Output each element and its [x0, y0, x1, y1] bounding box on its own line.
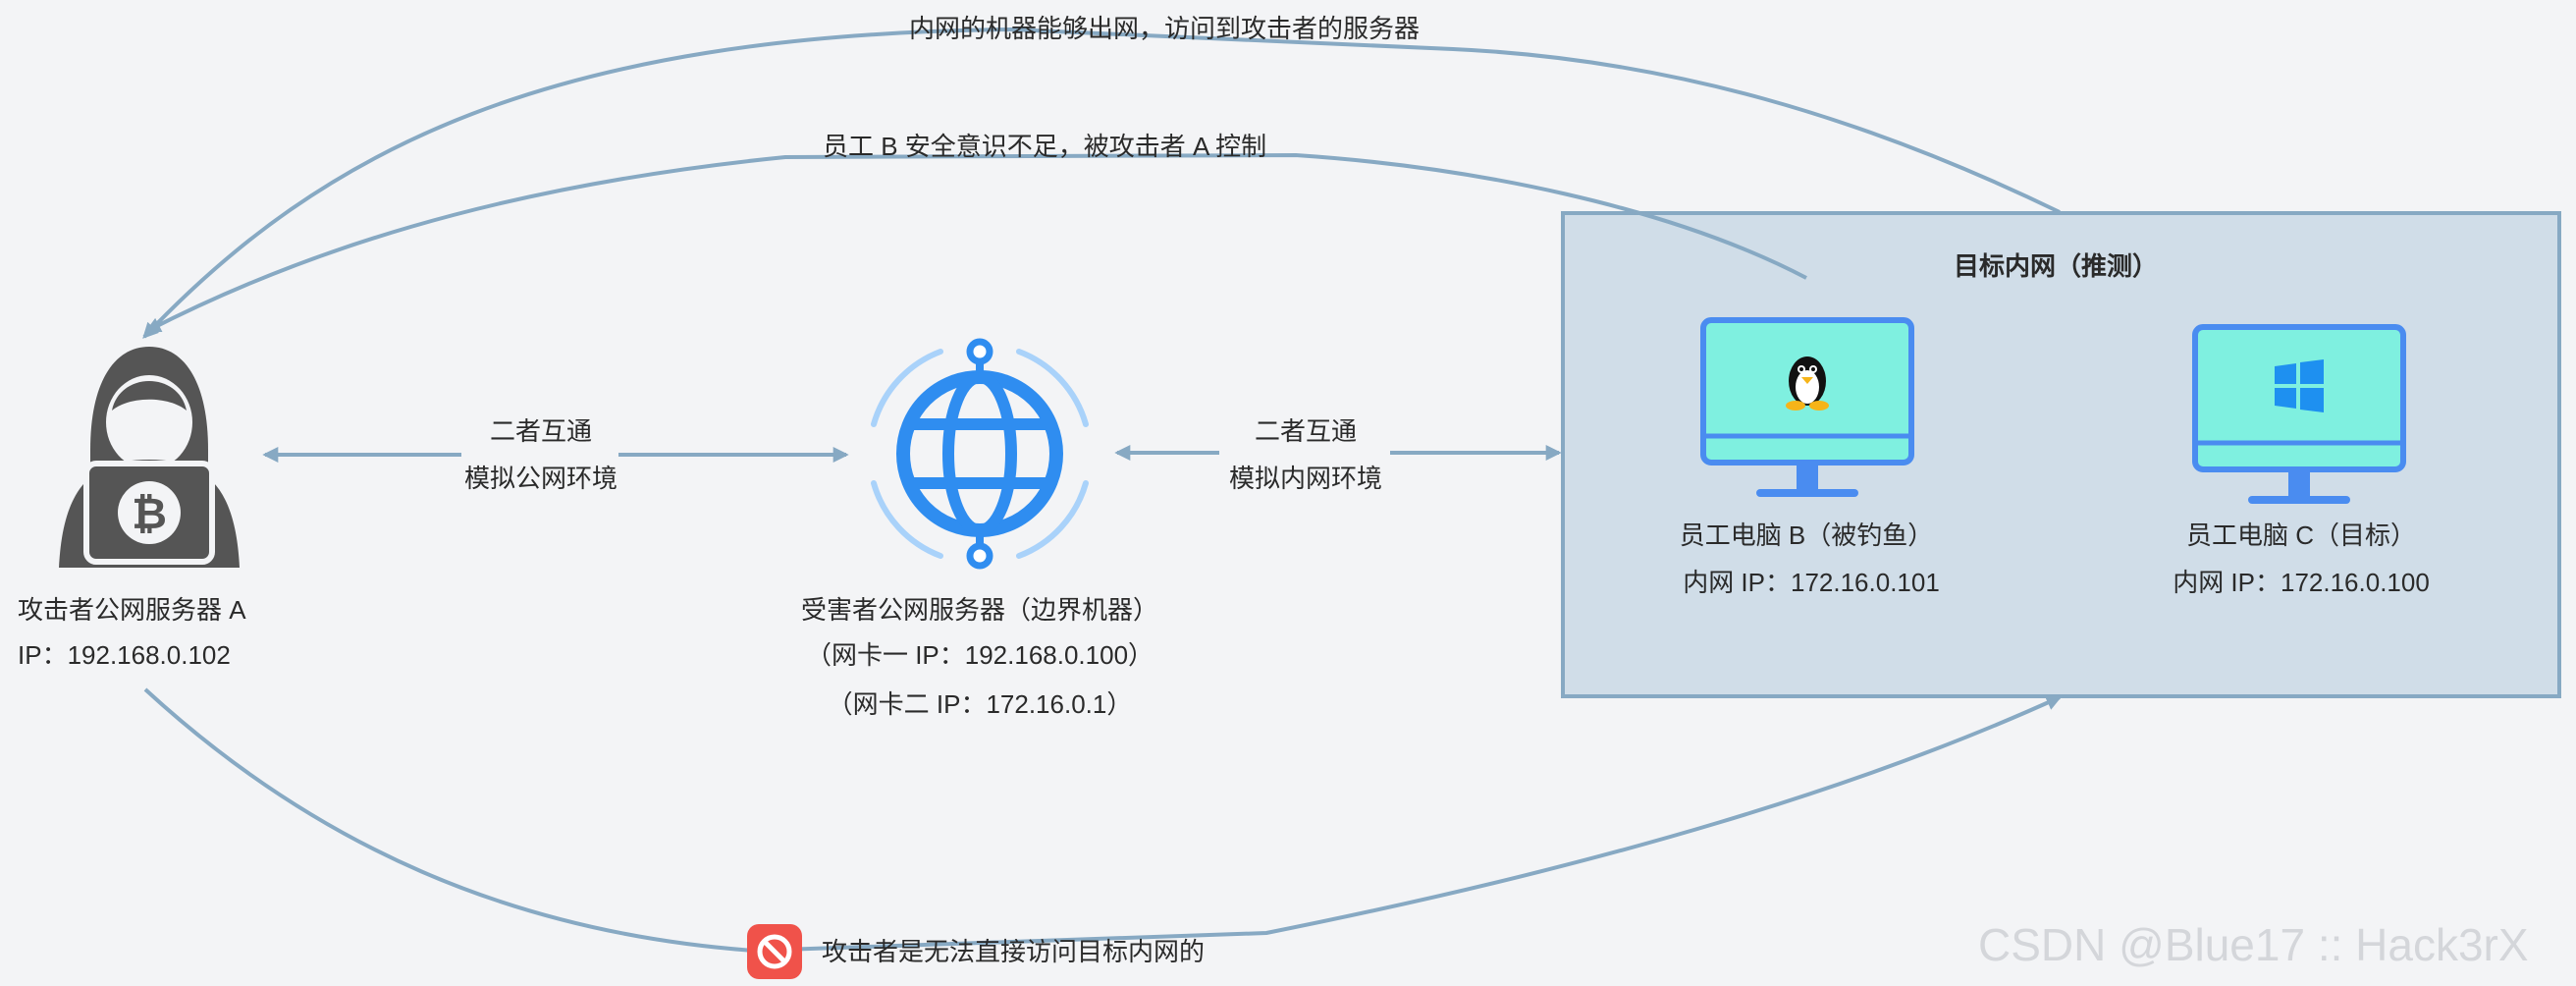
attacker-ip: IP：192.168.0.102: [18, 640, 231, 670]
label-right-link-line1: 二者互通: [1254, 416, 1358, 446]
watermark: CSDN @Blue17 :: Hack3rX: [1978, 919, 2529, 970]
edge-nic2: （网卡二 IP：172.16.0.1）: [827, 689, 1133, 719]
edge-nic1: （网卡一 IP：192.168.0.100）: [805, 640, 1154, 670]
label-top-outer: 内网的机器能够出网，访问到攻击者的服务器: [909, 14, 1421, 43]
employee-b-ip: 内网 IP：172.16.0.101: [1683, 568, 1940, 597]
linux-tux-icon: [1786, 356, 1829, 411]
edge-name: 受害者公网服务器（边界机器）: [800, 595, 1159, 625]
label-right-link-line2: 模拟内网环境: [1228, 464, 1383, 493]
arrow-intranet-to-attacker-outer: [142, 27, 2061, 339]
arrow-employee-b-to-attacker: [144, 152, 1807, 333]
employee-c-name: 员工电脑 C（目标）: [2185, 520, 2417, 550]
no-entry-icon: [747, 924, 802, 979]
windows-logo-icon: [2275, 359, 2324, 412]
employee-c-ip: 内网 IP：172.16.0.100: [2173, 568, 2430, 597]
employee-b-name: 员工电脑 B（被钓鱼）: [1679, 520, 1934, 550]
label-bottom-blocked: 攻击者是无法直接访问目标内网的: [822, 937, 1206, 966]
attacker-name: 攻击者公网服务器 A: [18, 595, 246, 625]
hacker-bitcoin-icon: ₿: [59, 347, 240, 568]
globe-network-icon: [871, 338, 1089, 570]
label-top-inner: 员工 B 安全意识不足，被攻击者 A 控制: [823, 132, 1267, 161]
zone-title: 目标内网（推测）: [1953, 251, 2159, 281]
svg-text:₿: ₿: [132, 489, 167, 539]
label-left-link-line2: 模拟公网环境: [463, 464, 618, 493]
label-left-link-line1: 二者互通: [489, 416, 593, 446]
monitor-employee-c: [2192, 324, 2406, 504]
monitor-employee-b: [1700, 317, 1914, 497]
arrow-attacker-blocked-to-intranet: [143, 687, 2063, 954]
